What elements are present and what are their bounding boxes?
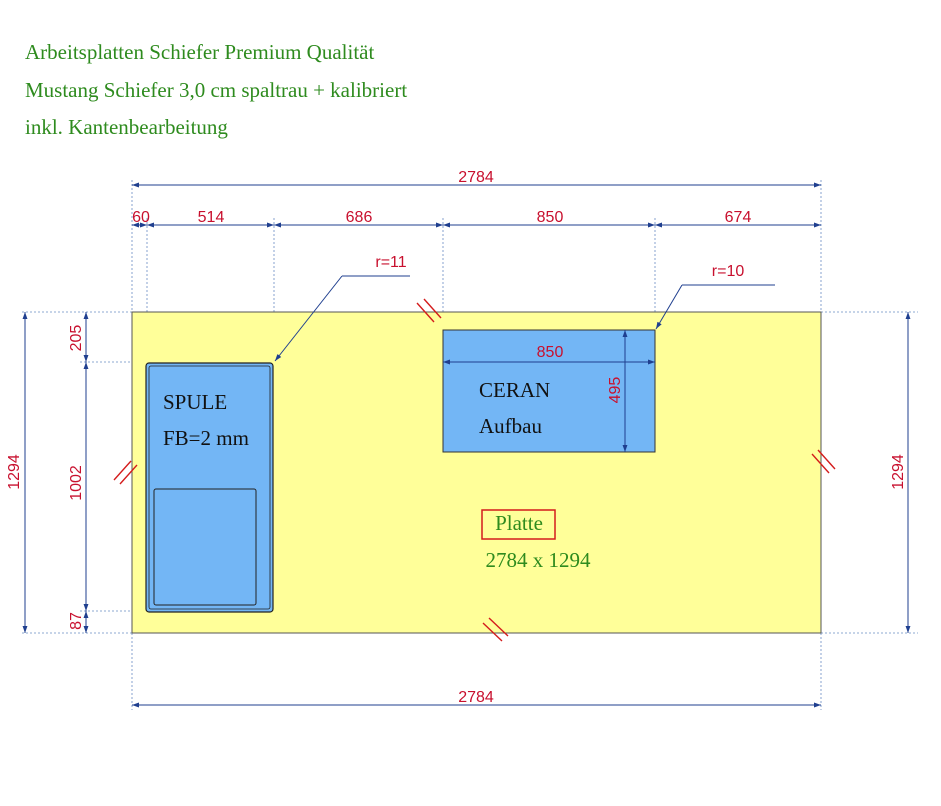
dim-offset-87: 87 (68, 612, 85, 630)
dim-sink-length: 1002 (68, 465, 85, 501)
dim-total-width-top: 2784 (458, 169, 494, 186)
header-line-1: Arbeitsplatten Schiefer Premium Qualität (25, 40, 375, 64)
dim-seg-686: 686 (346, 209, 373, 226)
sink-title: SPULE (163, 390, 227, 414)
sink-cutout-inner (148, 365, 271, 610)
dim-total-width-bottom: 2784 (458, 689, 494, 706)
dim-seg-674: 674 (725, 209, 752, 226)
header-line-3: inkl. Kantenbearbeitung (25, 115, 228, 139)
dim-radius-sink: r=11 (375, 254, 406, 271)
drain-board (153, 488, 257, 606)
cooktop-cutout (442, 329, 656, 453)
dim-radius-cooktop: r=10 (712, 263, 745, 280)
plate-title: Platte (495, 511, 543, 535)
dim-seg-514: 514 (198, 209, 225, 226)
dim-right-height: 1294 (890, 454, 907, 490)
dim-left-height: 1294 (6, 454, 23, 490)
dim-offset-205: 205 (68, 325, 85, 352)
extension-lines (22, 180, 918, 710)
dim-cooktop-width: 850 (537, 344, 564, 361)
cooktop-subtitle: Aufbau (479, 414, 542, 438)
dim-cooktop-depth: 495 (607, 377, 624, 404)
sink-subtitle: FB=2 mm (163, 426, 249, 450)
header-line-2: Mustang Schiefer 3,0 cm spaltrau + kalib… (25, 78, 408, 102)
radius-leaders (274, 275, 775, 362)
plate-label-box (481, 509, 556, 540)
break-marks (113, 298, 836, 642)
dim-seg-850: 850 (537, 209, 564, 226)
dimension-lines (22, 182, 911, 708)
dim-seg-60: 60 (132, 209, 150, 226)
plate-size: 2784 x 1294 (486, 548, 592, 572)
cooktop-title: CERAN (479, 378, 550, 402)
